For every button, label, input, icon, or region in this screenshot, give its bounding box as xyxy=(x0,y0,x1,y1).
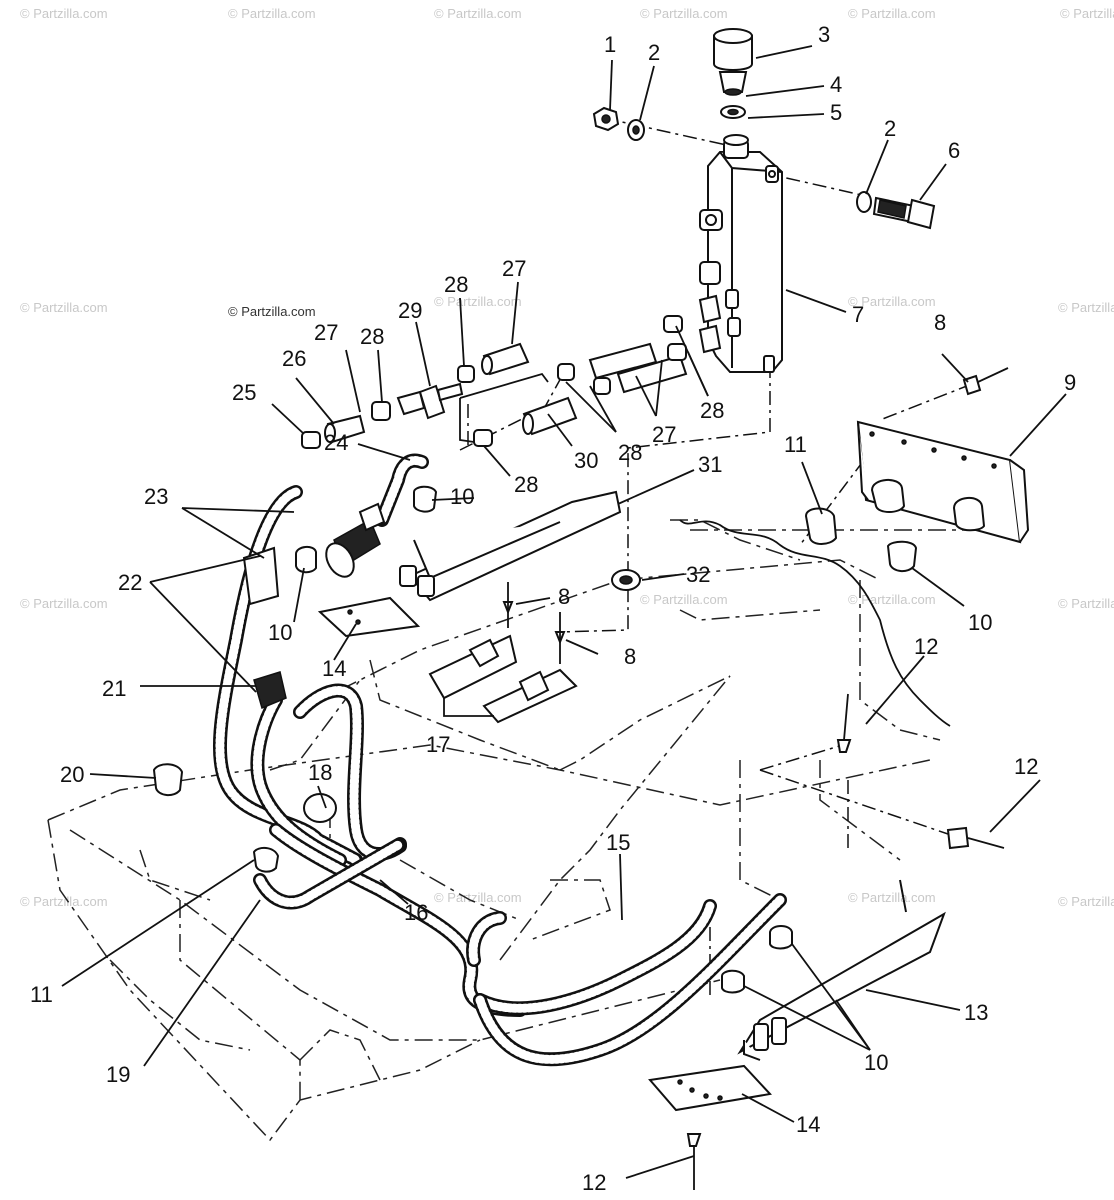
watermark: © Partzilla.com xyxy=(848,592,936,607)
callout-13: 13 xyxy=(964,1000,988,1025)
callout-18: 18 xyxy=(308,760,332,785)
callout-6: 6 xyxy=(948,138,960,163)
watermark: © Partzilla.com xyxy=(848,6,936,21)
watermark: © Partzilla.com xyxy=(1058,596,1114,611)
callout-9: 9 xyxy=(1064,370,1076,395)
callout-8: 8 xyxy=(624,644,636,669)
callout-12: 12 xyxy=(914,634,938,659)
mount-bracket-17 xyxy=(428,634,578,724)
callout-3: 3 xyxy=(818,22,830,47)
callout-4: 4 xyxy=(830,72,842,97)
bolt-and-washer xyxy=(856,191,936,230)
watermark: © Partzilla.com xyxy=(848,890,936,905)
chassis-frame xyxy=(47,519,1000,1142)
callout-22: 22 xyxy=(118,570,142,595)
watermark: © Partzilla.com xyxy=(1058,300,1114,315)
watermark: © Partzilla.com xyxy=(1060,6,1114,21)
watermark: © Partzilla.com xyxy=(640,592,728,607)
watermark: © Partzilla.com xyxy=(228,6,316,21)
callout-14: 14 xyxy=(322,656,346,681)
callout-1: 1 xyxy=(604,32,616,57)
watermark: © Partzilla.com xyxy=(434,294,522,309)
hose-clamps xyxy=(152,485,918,994)
callout-16: 16 xyxy=(404,900,428,925)
callout-23: 23 xyxy=(144,484,168,509)
watermark: © Partzilla.com xyxy=(20,596,108,611)
callout-28: 28 xyxy=(360,324,384,349)
callout-28: 28 xyxy=(700,398,724,423)
watermark: © Partzilla.com xyxy=(640,6,728,21)
callout-27: 27 xyxy=(652,422,676,447)
callout-14: 14 xyxy=(796,1112,820,1137)
rear-mount-bracket xyxy=(856,420,1030,544)
callout-30: 30 xyxy=(574,448,598,473)
plate-edge xyxy=(679,519,951,727)
callout-27: 27 xyxy=(314,320,338,345)
callout-32: 32 xyxy=(686,562,710,587)
watermark: © Partzilla.com xyxy=(20,300,108,315)
callout-19: 19 xyxy=(106,1062,130,1087)
watermark: © Partzilla.com xyxy=(20,6,108,21)
hose-connectors xyxy=(242,502,386,710)
callout-28: 28 xyxy=(444,272,468,297)
callout-25: 25 xyxy=(232,380,256,405)
bracket-plates xyxy=(317,596,946,1112)
callout-28: 28 xyxy=(514,472,538,497)
oil-tank-bracket xyxy=(399,490,622,602)
callout-8: 8 xyxy=(558,584,570,609)
callout-21: 21 xyxy=(102,676,126,701)
callout-10: 10 xyxy=(864,1050,888,1075)
callout-12: 12 xyxy=(582,1170,606,1195)
watermark: © Partzilla.com xyxy=(848,294,936,309)
watermark: © Partzilla.com xyxy=(434,890,522,905)
callout-15: 15 xyxy=(606,830,630,855)
watermark-dark: © Partzilla.com xyxy=(228,304,316,319)
callout-20: 20 xyxy=(60,762,84,787)
hose-guide xyxy=(303,793,337,823)
callout-10: 10 xyxy=(268,620,292,645)
oil-reservoir-tank xyxy=(698,134,783,373)
grommet xyxy=(611,569,641,591)
callout-27: 27 xyxy=(502,256,526,281)
callout-leaders xyxy=(61,45,1067,1179)
callout-26: 26 xyxy=(282,346,306,371)
oil-hoses xyxy=(212,453,787,1067)
callout-31: 31 xyxy=(698,452,722,477)
callout-2: 2 xyxy=(884,116,896,141)
watermark: © Partzilla.com xyxy=(20,894,108,909)
callout-28: 28 xyxy=(618,440,642,465)
callout-11: 11 xyxy=(30,982,53,1007)
callout-24: 24 xyxy=(324,430,348,455)
callout-labels: 1 2 3 4 5 2 6 7 8 9 11 10 12 12 13 10 14… xyxy=(30,22,1076,1195)
callout-12: 12 xyxy=(1014,754,1038,779)
callout-8: 8 xyxy=(934,310,946,335)
watermark: © Partzilla.com xyxy=(434,6,522,21)
callout-10: 10 xyxy=(450,484,474,509)
callout-29: 29 xyxy=(398,298,422,323)
rivets xyxy=(502,367,1009,1190)
callout-2: 2 xyxy=(648,40,660,65)
nut-and-washer xyxy=(592,106,645,141)
filler-cap-assembly xyxy=(713,28,753,119)
watermark-layer: © Partzilla.com © Partzilla.com © Partzi… xyxy=(20,6,1114,909)
callout-17: 17 xyxy=(426,732,450,757)
watermark: © Partzilla.com xyxy=(1058,894,1114,909)
callout-7: 7 xyxy=(852,302,864,327)
callout-11: 11 xyxy=(784,432,807,457)
callout-5: 5 xyxy=(830,100,842,125)
callout-10: 10 xyxy=(968,610,992,635)
